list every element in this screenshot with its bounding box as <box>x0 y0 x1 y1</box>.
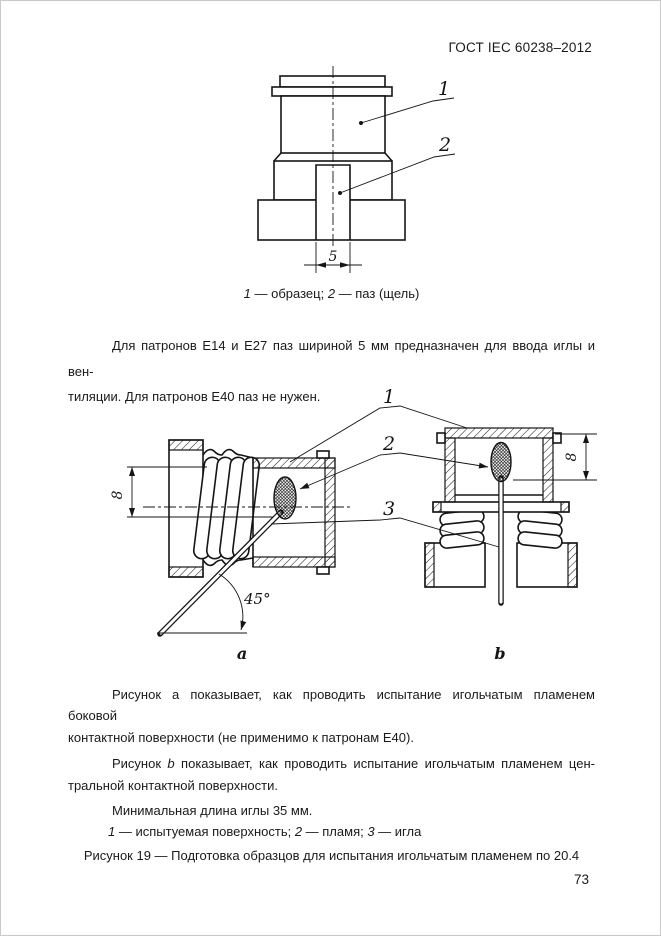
flame-a <box>273 476 297 520</box>
figure-a-label: a <box>237 644 247 663</box>
callout-1: 1 <box>359 78 455 125</box>
needle-flame-drawing: 8 45° a <box>95 388 600 673</box>
caption-text-2: — паз (щель) <box>335 286 420 301</box>
sample-figure-caption: 1 — образец; 2 — паз (щель) <box>68 286 595 301</box>
shell-a <box>252 450 336 575</box>
dimension-5: 5 <box>304 242 362 273</box>
caption-num-2: 2 <box>327 286 336 301</box>
para-a-line-1: Рисунок а показывает, как проводить испы… <box>68 687 595 724</box>
callout-1: 1 <box>289 388 468 463</box>
needle-flame-svg: 8 45° a <box>110 388 597 663</box>
figure-19-caption: Рисунок 19 — Подготовка образцов для исп… <box>83 847 580 863</box>
thread-coils-b <box>439 509 563 549</box>
callout-3-label: 3 <box>383 498 395 520</box>
intro-paragraph: Для патронов Е14 и Е27 паз шириной 5 мм … <box>68 333 595 410</box>
figure-legend: 1 — испытуемая поверхность; 2 — пламя; 3… <box>68 821 595 842</box>
angle-label: 45° <box>243 590 271 608</box>
callout-2-label: 2 <box>382 433 395 455</box>
para-b-line-1: Рисунок b показывает, как проводить испы… <box>68 753 595 774</box>
callout-1-label: 1 <box>438 78 450 100</box>
legend-num-2: 2 <box>294 824 303 840</box>
callout-2-label: 2 <box>438 134 451 156</box>
dim-8-left-label: 8 <box>110 490 126 499</box>
figure-b: 8 b <box>424 427 597 663</box>
page-header-title: ГОСТ IEC 60238–2012 <box>448 40 592 55</box>
dimension-8-left: 8 <box>110 466 273 518</box>
sample-slot-svg: 5 1 2 <box>257 66 456 273</box>
para-b-italic-b: b <box>167 756 175 772</box>
flame-b <box>490 441 512 483</box>
intro-line-1: Для патронов Е14 и Е27 паз шириной 5 мм … <box>68 338 595 379</box>
intro-line-2: тиляции. Для патронов Е40 паз не нужен. <box>68 389 321 404</box>
needle-length-note: Минимальная длина иглы 35 мм. <box>112 803 313 819</box>
base-b <box>424 542 578 588</box>
caption-text-1: — образец; <box>250 286 328 301</box>
dimension-8-right: 8 <box>513 433 597 481</box>
paragraph-b: Рисунок b показывает, как проводить испы… <box>68 753 595 796</box>
legend-text-2: — пламя; <box>302 824 368 840</box>
legend-text-3: — игла <box>374 824 422 840</box>
shell-b <box>436 427 562 503</box>
callout-3: 3 <box>270 498 500 548</box>
needle-a <box>157 509 284 637</box>
figure-b-label: b <box>494 644 505 663</box>
description-block: Рисунок а показывает, как проводить испы… <box>68 684 595 866</box>
callout-2: 2 <box>299 433 489 490</box>
legend-num-3: 3 <box>367 824 375 840</box>
paragraph-a: Рисунок а показывает, как проводить испы… <box>68 684 595 748</box>
dim-5-label: 5 <box>329 249 338 265</box>
caption-num-1: 1 <box>243 286 251 301</box>
dim-8-right-label: 8 <box>564 452 580 461</box>
callout-2: 2 <box>338 134 456 195</box>
para-a-line-2: контактной поверхности (не применимо к п… <box>68 729 414 745</box>
para-b-line-2: тральной контактной поверхности. <box>68 777 278 793</box>
para-b-pre: Рисунок <box>112 756 168 772</box>
legend-text-1: — испытуемая поверхность; <box>115 824 295 840</box>
sample-slot-drawing: 5 1 2 <box>228 62 473 284</box>
legend-num-1: 1 <box>108 824 116 840</box>
figure-a: 8 45° a <box>110 439 350 663</box>
para-b-rest: показывает, как проводить испытание игол… <box>174 756 595 772</box>
callout-1-label: 1 <box>383 388 395 408</box>
angle-annotation: 45° <box>157 573 271 634</box>
page-number: 73 <box>573 872 589 887</box>
